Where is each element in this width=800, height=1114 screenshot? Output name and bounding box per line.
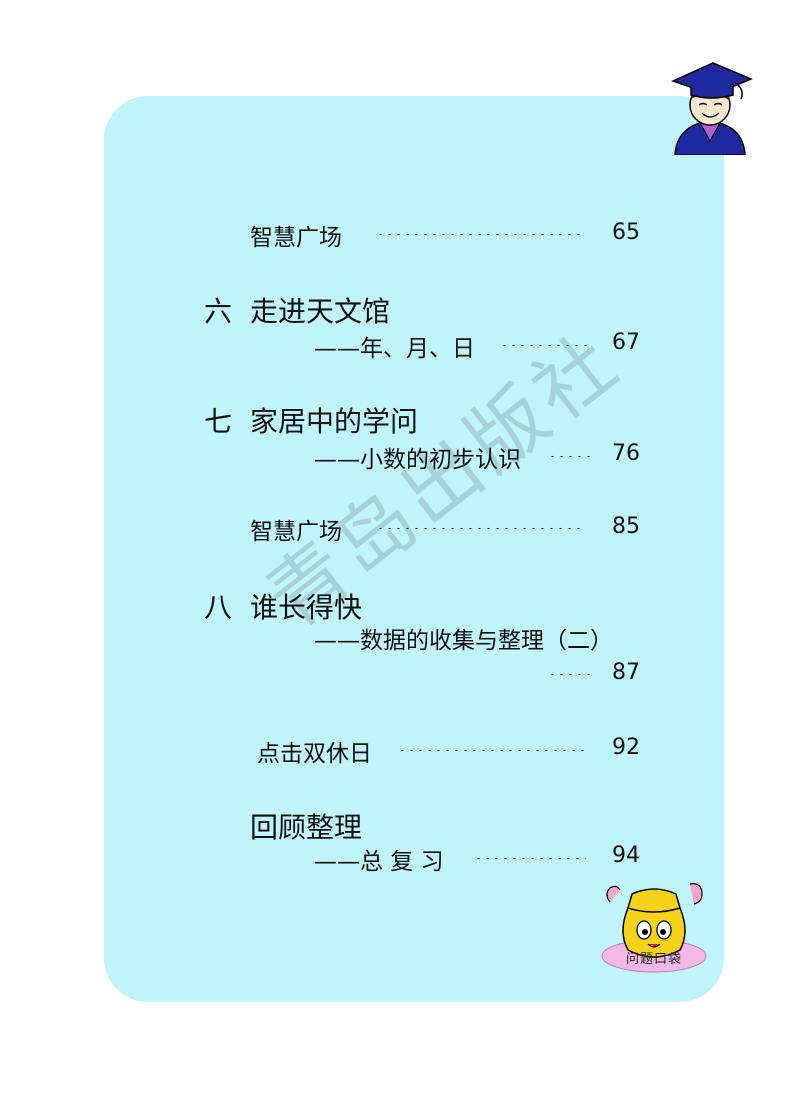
chapter-title: 回顾整理 — [250, 811, 363, 844]
page-number: 65 — [612, 220, 640, 245]
chapter-heading[interactable]: 六走进天文馆 — [204, 290, 390, 330]
leader-dots — [376, 233, 582, 235]
page-number: 67 — [612, 330, 640, 355]
toc-entry-title[interactable]: 点击双休日 — [257, 741, 372, 767]
page-number: 76 — [612, 441, 640, 466]
chapter-number: 六 — [204, 295, 233, 328]
chapter-subtitle: ——总 复 习 — [314, 849, 444, 875]
chapter-subtitle: ——年、月、日 — [314, 336, 475, 362]
leader-dots — [548, 673, 594, 675]
question-pocket-label: 问题口袋 — [625, 952, 682, 967]
toc-panel — [104, 96, 724, 1002]
page-number: 85 — [612, 514, 640, 539]
page-number: 87 — [612, 660, 640, 685]
chapter-number: 八 — [204, 591, 233, 624]
chapter-subtitle: ——小数的初步认识 — [314, 447, 521, 473]
toc-entry-title[interactable]: 智慧广场 — [250, 225, 342, 251]
chapter-heading[interactable]: 八谁长得快 — [204, 586, 362, 626]
chapter-number: 七 — [204, 405, 233, 438]
question-pocket-mascot-icon — [601, 883, 707, 973]
leader-dots — [474, 857, 586, 859]
chapter-heading[interactable]: 回顾整理 — [250, 806, 362, 846]
graduate-mascot-icon — [670, 62, 753, 155]
chapter-title: 走进天文馆 — [250, 295, 391, 328]
leader-dots — [376, 527, 582, 529]
page-number: 94 — [612, 843, 640, 868]
leader-dots — [500, 344, 588, 346]
chapter-subtitle: ——数据的收集与整理（二） — [314, 628, 613, 654]
leader-dots — [398, 749, 584, 751]
toc-entry-title[interactable]: 智慧广场 — [250, 519, 342, 545]
page-number: 92 — [612, 735, 640, 760]
chapter-title: 家居中的学问 — [250, 405, 419, 438]
leader-dots — [548, 455, 594, 457]
chapter-title: 谁长得快 — [250, 591, 363, 624]
chapter-heading[interactable]: 七家居中的学问 — [204, 400, 418, 440]
